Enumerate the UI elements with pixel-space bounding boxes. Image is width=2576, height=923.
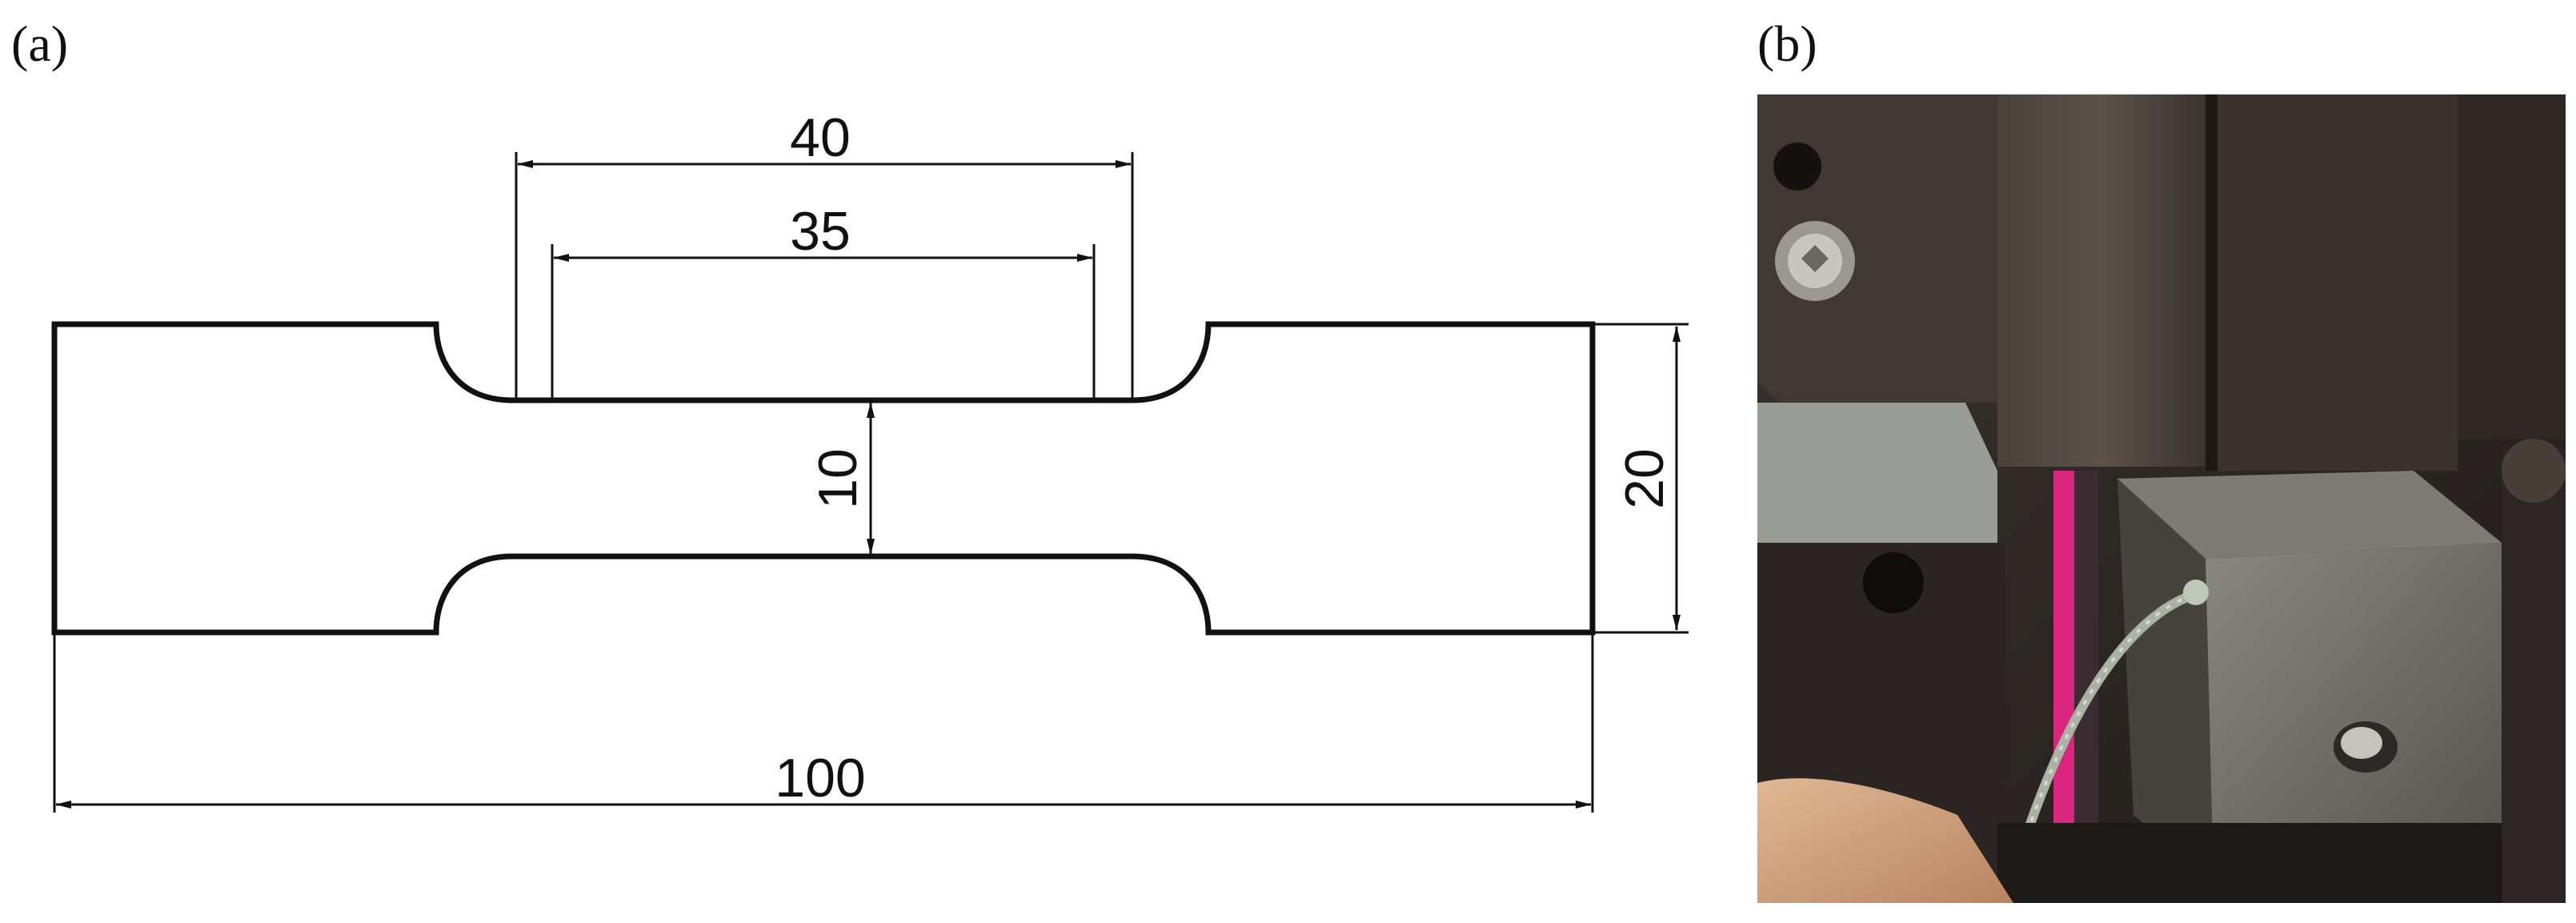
bottom-plate bbox=[1997, 823, 2502, 903]
block-side bbox=[2117, 479, 2213, 883]
hole-icon bbox=[1773, 142, 1821, 191]
finger bbox=[1757, 778, 2013, 903]
dimension-text-100: 100 bbox=[775, 748, 865, 809]
specimen-outline bbox=[51, 321, 1596, 636]
right-fixture bbox=[2502, 447, 2566, 903]
lower-hole-icon bbox=[1863, 552, 1924, 613]
screw-head-icon bbox=[1775, 221, 1855, 301]
specimen-shadow bbox=[2074, 471, 2098, 823]
specimen-strip bbox=[2053, 471, 2074, 823]
specimen-drawing: 40 35 10 20 100 bbox=[51, 107, 1689, 813]
test-setup-photo bbox=[1757, 94, 2566, 903]
dimension-text-40: 40 bbox=[790, 107, 851, 168]
panel-label-a: (a) bbox=[11, 15, 69, 72]
dimension-text-20: 20 bbox=[1614, 448, 1675, 509]
block-hole-icon bbox=[2334, 721, 2398, 773]
wire-knot bbox=[2183, 580, 2209, 605]
grip-gap bbox=[2205, 94, 2217, 471]
dimension-text-10: 10 bbox=[807, 448, 868, 509]
block-top bbox=[2117, 471, 2502, 559]
light-panel bbox=[1757, 403, 1997, 543]
upper-right-plate bbox=[2458, 94, 2566, 439]
right-knob-icon bbox=[2502, 439, 2566, 503]
block-front bbox=[2205, 543, 2506, 883]
upper-grip-right bbox=[2217, 94, 2458, 471]
thermocouple-wire-highlight bbox=[2004, 593, 2194, 903]
dimension-text-35: 35 bbox=[790, 201, 851, 262]
upper-grip-left bbox=[1997, 94, 2205, 467]
panel-label-b: (b) bbox=[1757, 15, 1817, 72]
